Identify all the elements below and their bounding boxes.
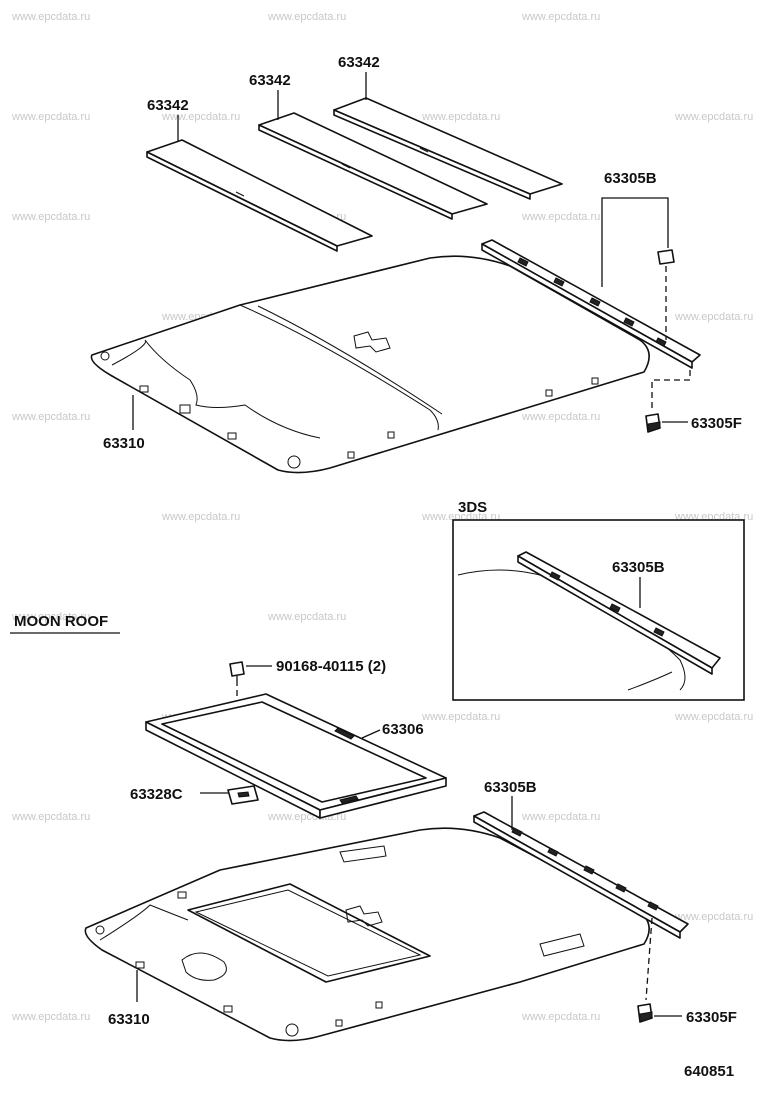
- part-label-63342: 63342: [147, 97, 189, 114]
- section-label-3ds: 3DS: [458, 499, 487, 516]
- watermark: www.epcdata.ru: [11, 111, 90, 123]
- clip-63305b-icon: [657, 249, 675, 265]
- detail-rail-assembly: [457, 551, 721, 691]
- roof-rail-assembly: [481, 239, 701, 369]
- detail-box-3ds: [452, 519, 745, 701]
- watermark: www.epcdata.ru: [11, 611, 90, 623]
- headliner-assembly: [90, 255, 650, 474]
- leader-line: [361, 729, 381, 739]
- part-label-63342: 63342: [338, 54, 380, 71]
- watermark: www.epcdata.ru: [421, 711, 500, 723]
- part-label-63310: 63310: [108, 1011, 150, 1028]
- part-label-63310: 63310: [103, 435, 145, 452]
- part-label-63305f: 63305F: [686, 1009, 737, 1026]
- clip-63305f-moonroof-icon: [637, 1003, 653, 1023]
- insulator-pad-middle: [258, 112, 488, 220]
- part-label-63306: 63306: [382, 721, 424, 738]
- headliner-moonroof-assembly: [84, 827, 650, 1042]
- watermark: www.epcdata.ru: [161, 511, 240, 523]
- watermark: www.epcdata.ru: [674, 711, 753, 723]
- watermark: www.epcdata.ru: [674, 111, 753, 123]
- bracket-icon: [227, 785, 259, 805]
- watermark: www.epcdata.ru: [11, 811, 90, 823]
- watermark: www.epcdata.ru: [267, 11, 346, 23]
- watermark: www.epcdata.ru: [267, 611, 346, 623]
- watermark: www.epcdata.ru: [674, 311, 753, 323]
- dashed-guide: [651, 370, 691, 410]
- watermark: www.epcdata.ru: [674, 911, 753, 923]
- insulator-pad-left: [146, 139, 373, 252]
- dashed-guide: [645, 917, 653, 1001]
- watermark: www.epcdata.ru: [521, 211, 600, 223]
- clip-63305f-icon: [645, 413, 661, 433]
- watermark: www.epcdata.ru: [521, 811, 600, 823]
- watermark: www.epcdata.ru: [521, 1011, 600, 1023]
- watermark: www.epcdata.ru: [421, 111, 500, 123]
- watermark: www.epcdata.ru: [521, 411, 600, 423]
- roof-rail-moonroof-assembly: [473, 811, 689, 939]
- part-label-63305b: 63305B: [612, 559, 665, 576]
- part-label-63305f: 63305F: [691, 415, 742, 432]
- diagram-number: 640851: [684, 1063, 734, 1080]
- watermark: www.epcdata.ru: [11, 211, 90, 223]
- watermark: www.epcdata.ru: [11, 411, 90, 423]
- insulator-pad-right: [333, 97, 563, 200]
- bolt-icon: [229, 661, 245, 686]
- section-label-moon-roof: MOON ROOF: [14, 613, 108, 630]
- part-label-90168-40115: 90168-40115 (2): [276, 658, 386, 675]
- part-label-63328c: 63328C: [130, 786, 183, 803]
- part-label-63305b: 63305B: [484, 779, 537, 796]
- part-label-63342: 63342: [249, 72, 291, 89]
- leader-line: [601, 197, 669, 287]
- watermark: www.epcdata.ru: [11, 1011, 90, 1023]
- watermark: www.epcdata.ru: [161, 111, 240, 123]
- watermark: www.epcdata.ru: [521, 11, 600, 23]
- watermark: www.epcdata.ru: [11, 11, 90, 23]
- part-label-63305b: 63305B: [604, 170, 657, 187]
- sunroof-frame-assembly: [145, 693, 447, 819]
